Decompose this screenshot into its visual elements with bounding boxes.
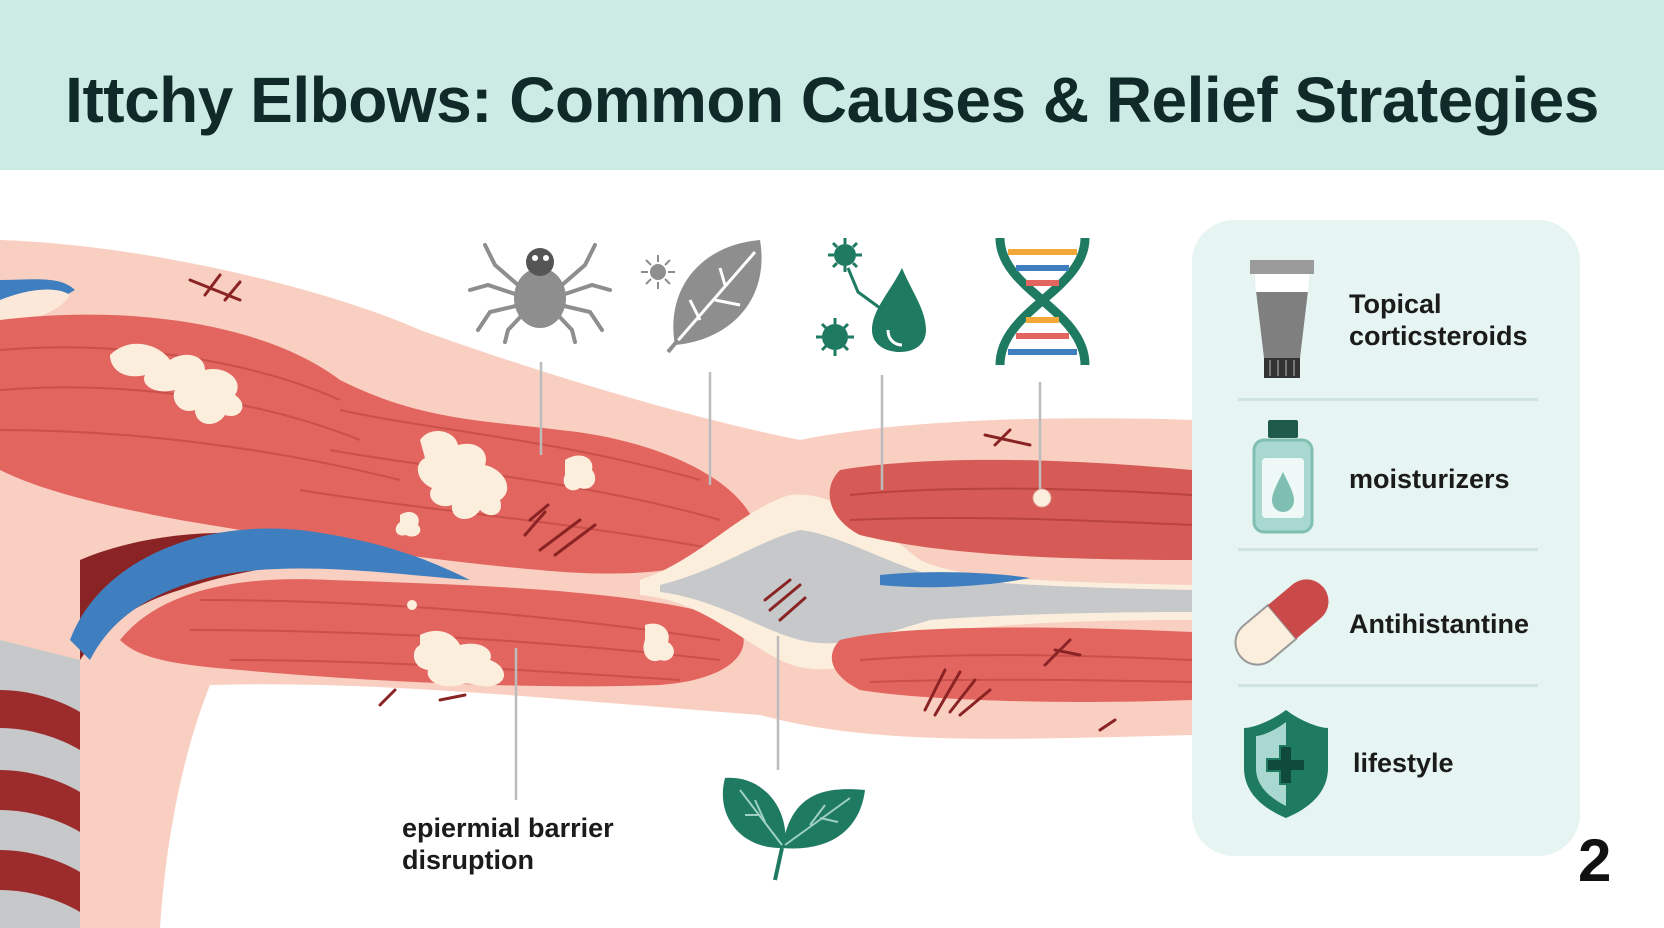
lotion-bottle-icon (1252, 420, 1314, 534)
page-number: 2 (1578, 827, 1612, 894)
panel-divider (1238, 398, 1538, 401)
bacteria-droplet-icon (816, 238, 926, 356)
shield-plus-icon (1244, 710, 1328, 818)
treatment-label-topical-corticosteroids: Topical corticsteroids (1349, 289, 1528, 351)
cream-tube-icon (1250, 260, 1314, 378)
treatment-label-lifestyle: lifestyle (1353, 748, 1454, 778)
panel-divider (1238, 548, 1538, 551)
mite-icon (468, 243, 612, 344)
cause-connectors (514, 362, 1042, 800)
dna-icon (995, 237, 1090, 366)
leaf-allergen-icon (641, 240, 762, 354)
rib-cage (0, 640, 80, 928)
barrier-disruption-caption: epiermial barrier disruption (402, 813, 614, 875)
header-band (0, 0, 1664, 170)
herbal-leaves-icon (722, 777, 865, 881)
treatment-label-moisturizers: moisturizers (1349, 464, 1510, 494)
scratch-marks (188, 273, 1117, 732)
treatment-label-antihistamine: Antihistantine (1349, 609, 1529, 639)
skin-patches (110, 343, 674, 687)
panel-divider (1238, 684, 1538, 687)
pill-capsule-icon (1234, 579, 1329, 666)
page-title: Ittchy Elbows: Common Causes & Relief St… (65, 64, 1599, 136)
